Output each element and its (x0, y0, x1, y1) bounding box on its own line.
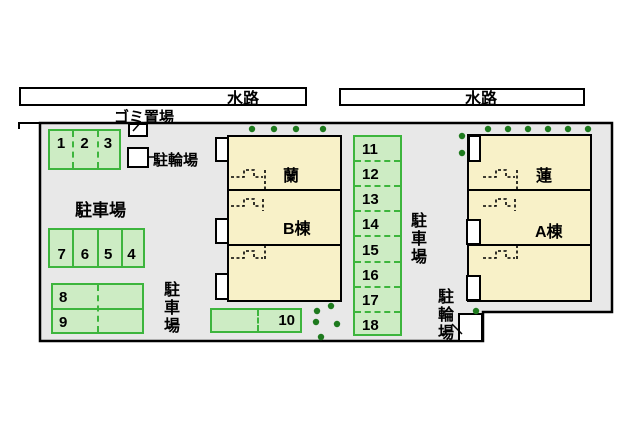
entrance-path (231, 245, 266, 259)
stall-number-2: 2 (80, 135, 89, 152)
stall-number-15: 15 (362, 242, 379, 259)
building-b-name: B棟 (283, 221, 311, 238)
parking-lot-label-mid: 駐車場 (161, 281, 178, 335)
stall-divider (97, 285, 99, 332)
building-b (227, 135, 342, 302)
unit-divider (469, 189, 590, 191)
garbage-box (128, 123, 148, 137)
waterway-right-label: 水路 (465, 91, 498, 108)
tree-icon (319, 125, 327, 133)
unit-divider (229, 189, 340, 191)
tree-icon (584, 125, 592, 133)
stall-number-12: 12 (362, 166, 379, 183)
tree-icon (327, 302, 335, 310)
entrance-path (483, 169, 518, 189)
tree-icon (544, 125, 552, 133)
tree-icon (313, 307, 321, 315)
stall-number-7: 7 (57, 246, 66, 263)
tree-icon (564, 125, 572, 133)
stall-number-10: 10 (278, 312, 295, 329)
entrance-path (483, 198, 516, 211)
tree-icon (472, 307, 480, 315)
entrance-path (231, 198, 264, 211)
boundary-tail (18, 122, 40, 129)
stall-number-9: 9 (59, 314, 68, 331)
building-a-porch (466, 219, 481, 245)
stall-number-18: 18 (362, 317, 379, 334)
tree-icon (484, 125, 492, 133)
parking-block-1-3: 1 2 3 (48, 129, 121, 170)
tree-icon (312, 318, 320, 326)
stall-divider (72, 131, 74, 168)
tree-icon (458, 132, 466, 140)
building-b-unit-label: 蘭 (283, 168, 300, 185)
tree-icon (317, 333, 325, 341)
stall-divider (355, 286, 400, 288)
entrance-path (483, 245, 518, 259)
stall-number-11: 11 (362, 141, 378, 158)
stall-number-4: 4 (127, 246, 136, 263)
bicycle-parking-left-label: 駐輪場 (153, 152, 199, 169)
building-b-porch (215, 137, 229, 162)
stall-divider (97, 230, 99, 266)
stall-number-1: 1 (56, 135, 66, 152)
parking-block-11-18: 11 12 13 14 15 16 17 18 (353, 135, 402, 336)
building-b-porch (215, 218, 229, 244)
stall-number-6: 6 (80, 246, 90, 263)
waterway-left: 水路 (19, 87, 307, 108)
stall-divider (355, 185, 400, 187)
waterway-right: 水路 (339, 88, 585, 108)
stall-divider (355, 210, 400, 212)
tree-icon (524, 125, 532, 133)
stall-divider (121, 230, 123, 266)
stall-divider (97, 131, 99, 168)
stall-divider (257, 310, 259, 331)
stall-number-8: 8 (59, 289, 68, 306)
leader-line (132, 121, 142, 132)
stall-number-13: 13 (362, 191, 379, 208)
parking-stall-10: 10 (210, 308, 302, 333)
unit-divider (229, 244, 340, 246)
tree-icon (504, 125, 512, 133)
stall-divider (355, 311, 400, 313)
tree-icon (458, 149, 466, 157)
parking-lot-label-main: 駐車場 (75, 201, 126, 220)
tree-icon (333, 320, 341, 328)
entrance-path (231, 169, 266, 189)
building-a-unit-label: 蓮 (536, 168, 553, 185)
stall-number-5: 5 (103, 246, 113, 263)
stall-number-14: 14 (362, 216, 379, 233)
waterway-left-label: 水路 (227, 90, 260, 108)
bicycle-parking-right-label: 駐輪場 (435, 288, 452, 342)
building-a-name: A棟 (535, 224, 563, 241)
building-b-porch (215, 273, 229, 300)
stall-divider (355, 261, 400, 263)
building-a-porch (466, 275, 481, 301)
bicycle-parking-right-box (458, 313, 483, 342)
tree-icon (292, 125, 300, 133)
unit-divider (469, 244, 590, 246)
stall-divider (355, 235, 400, 237)
stall-divider (355, 160, 400, 162)
parking-block-4-7: 7 6 5 4 (48, 228, 145, 268)
building-a (467, 134, 592, 302)
garbage-area-label: ゴミ置場 (114, 109, 175, 126)
tree-icon (248, 125, 256, 133)
stall-number-3: 3 (103, 135, 113, 152)
building-a-porch (468, 135, 481, 162)
stall-number-16: 16 (362, 267, 379, 284)
tree-icon (270, 125, 278, 133)
stall-divider (72, 230, 74, 266)
stall-number-17: 17 (362, 292, 379, 309)
parking-block-8-9: 8 9 (51, 283, 144, 334)
parking-lot-label-right: 駐車場 (408, 212, 425, 266)
leader-line (451, 323, 463, 335)
